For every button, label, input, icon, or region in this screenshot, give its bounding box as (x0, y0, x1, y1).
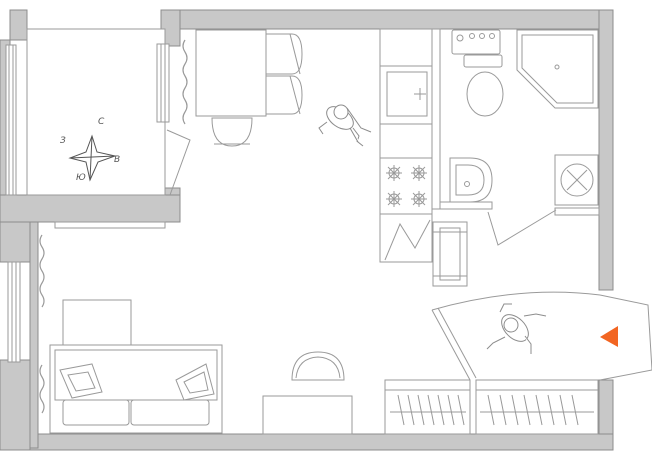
loggia-window-left (5, 44, 17, 196)
dining-table (195, 29, 267, 117)
bathroom-door[interactable] (487, 209, 557, 246)
desk (262, 395, 353, 435)
curtain-living-lower (39, 364, 45, 414)
loggia-window-inner (156, 43, 170, 123)
loggia-door[interactable] (166, 129, 191, 196)
cushion-icon (59, 363, 215, 401)
wardrobe-right (475, 379, 599, 435)
chair (291, 351, 345, 381)
wall-left-outer (0, 221, 31, 263)
dining-chairs (211, 33, 303, 147)
kitchen-cabinet-zigzag (384, 219, 431, 261)
window-bottom-partition (54, 221, 166, 229)
sofa-bed (49, 299, 223, 434)
toilet-icon (451, 29, 504, 117)
wall-loggia-right-top (160, 9, 181, 47)
radiator (432, 221, 468, 287)
walls (0, 9, 614, 451)
compass-north-label: С (98, 117, 105, 127)
wall-loggia-top (9, 9, 28, 41)
cooktop-icon (386, 165, 427, 207)
compass-west-label: З (60, 136, 66, 146)
wall-top (179, 9, 614, 30)
person-icon (318, 104, 372, 147)
shower-icon (516, 29, 599, 109)
loggia-floor (26, 28, 166, 196)
compass-rose-icon (68, 134, 117, 182)
orange-triangle-icon (600, 326, 618, 347)
living-window-left (7, 261, 21, 363)
wall-loggia-bottom (0, 194, 181, 223)
kitchen-sink (386, 71, 428, 117)
wall-left-bottom-outer (0, 359, 31, 451)
wall-right-upper (598, 9, 614, 291)
wardrobe-left (384, 379, 471, 435)
kitchen-counter (379, 28, 433, 263)
compass-east-label: В (114, 155, 120, 165)
washing-machine-icon (554, 154, 599, 206)
wall-left-lower (29, 221, 39, 449)
curtain-loggia (182, 39, 188, 125)
entrance-door[interactable] (431, 291, 652, 381)
curtain-living (39, 234, 45, 308)
wall-bottom (29, 433, 614, 451)
washbasin-icon (449, 157, 493, 203)
person-icon-entrance (486, 303, 547, 354)
compass-south-label: Ю (76, 173, 86, 183)
